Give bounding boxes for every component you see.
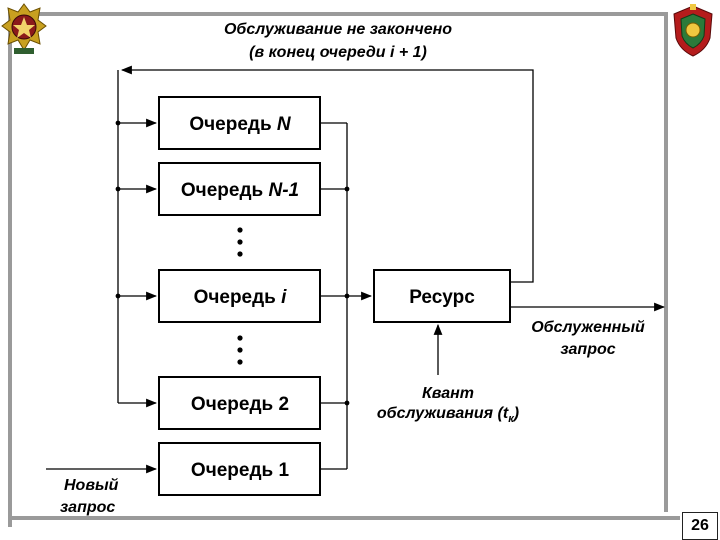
quantum-label-line1: Квант [422, 385, 474, 402]
queue-n-label: Очередь N [189, 114, 292, 135]
emblem-left-icon [1, 3, 47, 54]
queue-i-box [158, 269, 321, 323]
queue-2-box [158, 376, 321, 430]
resource-label: Ресурс [409, 287, 475, 308]
queue-1-label: Очередь 1 [191, 460, 290, 481]
served-label-line2: запрос [560, 341, 615, 358]
frame-top-bar [8, 12, 664, 16]
queue-n-box [158, 96, 321, 150]
frame-left-bar [8, 12, 12, 527]
junction-dot [344, 186, 350, 192]
page-number: 26 [682, 512, 718, 540]
junction-dot [115, 120, 121, 126]
junction-dot [115, 186, 121, 192]
queue-i-label: Очередь i [194, 287, 288, 308]
frame-bottom-bar [8, 516, 680, 520]
junction-dot [344, 400, 350, 406]
new-request-label-line2: запрос [60, 499, 115, 516]
queue-2-label: Очередь 2 [191, 394, 289, 415]
ellipsis-dots-lower [237, 335, 243, 365]
junction-dot [115, 293, 121, 299]
emblem-right-icon [673, 4, 713, 57]
ellipsis-dots-upper [237, 227, 243, 257]
quantum-label-line2: обслуживания (tк) [377, 405, 519, 425]
top-note-line1: Обслуживание не закончено [224, 21, 452, 38]
resource-box [373, 269, 511, 323]
served-label-line1: Обслуженный [531, 319, 645, 336]
feedback-arrow [120, 65, 534, 283]
new-request-label-line1: Новый [64, 477, 119, 494]
frame-right-bar [664, 12, 668, 512]
queue-n-1-label: Очередь N-1 [181, 180, 299, 201]
queue-n-1-box [158, 162, 321, 216]
top-note-line2: (в конец очереди i + 1) [249, 44, 427, 61]
